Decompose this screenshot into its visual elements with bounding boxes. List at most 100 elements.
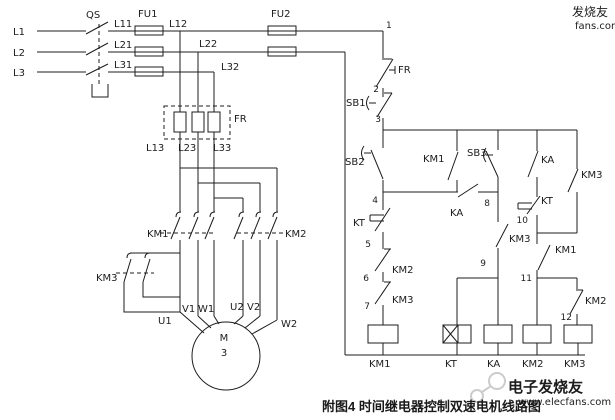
switch-qs-label: QS bbox=[86, 10, 100, 21]
fr-heater bbox=[163, 105, 231, 140]
button-sb1-label: SB1 bbox=[346, 98, 366, 109]
watermark-corner: 发烧友 bbox=[572, 4, 608, 19]
wire-l22-label: L22 bbox=[199, 39, 217, 50]
phase-l3-label: L3 bbox=[13, 68, 25, 79]
heater-feeds bbox=[179, 31, 215, 112]
terminal-v1-label: V1 bbox=[182, 304, 195, 315]
phase-l2-label: L2 bbox=[13, 48, 25, 59]
terminal-w1-label: W1 bbox=[198, 304, 214, 315]
watermark-logo bbox=[470, 372, 506, 403]
fu1-fuses bbox=[134, 25, 164, 77]
motor-m-label: M bbox=[220, 333, 229, 344]
wire-l11-label: L11 bbox=[114, 19, 132, 30]
km1-aux-column bbox=[447, 130, 459, 192]
km3-nc-contact bbox=[374, 281, 391, 305]
node-5-label: 5 bbox=[365, 240, 371, 250]
qs-switch bbox=[85, 21, 109, 98]
node-9-label: 9 bbox=[480, 259, 486, 269]
phase-l1-label: L1 bbox=[13, 27, 25, 38]
coil-kt-label: KT bbox=[445, 359, 458, 370]
motor-phases-label: 3 bbox=[221, 348, 227, 359]
terminal-w2-label: W2 bbox=[281, 319, 297, 330]
figure-caption: 附图4 时间继电器控制双速电机线路图 bbox=[322, 399, 541, 414]
km3-aux-column bbox=[567, 130, 579, 233]
node-1-label: 1 bbox=[386, 21, 392, 31]
contact-km3-right-label: KM3 bbox=[581, 170, 603, 181]
contact-ka-inline-label: KA bbox=[450, 208, 463, 219]
contactor-km1-power-label: KM1 bbox=[147, 229, 169, 240]
control-circuit bbox=[344, 31, 593, 356]
contact-km1-right-label: KM1 bbox=[555, 245, 577, 256]
watermark-url: www.elecfans.com bbox=[518, 397, 611, 408]
node-6-label: 6 bbox=[363, 274, 369, 284]
km2-main-contacts bbox=[233, 211, 283, 240]
contactor-km2-power-label: KM2 bbox=[285, 229, 307, 240]
contact-km3-mid-label: KM3 bbox=[509, 234, 531, 245]
node-11-label: 11 bbox=[521, 274, 532, 284]
wire-l31-label: L31 bbox=[114, 60, 132, 71]
contact-km2-nc-label: KM2 bbox=[392, 265, 414, 276]
node-4-label: 4 bbox=[372, 196, 378, 206]
wire-l21-label: L21 bbox=[114, 40, 132, 51]
kt-contact-left bbox=[369, 207, 391, 232]
contact-kt-left-label: KT bbox=[353, 218, 366, 229]
wire-l13-label: L13 bbox=[146, 143, 164, 154]
coil-row bbox=[367, 324, 593, 355]
node-12-label: 12 bbox=[561, 313, 572, 323]
power-circuit bbox=[37, 21, 383, 391]
terminal-u1-label: U1 bbox=[158, 316, 172, 327]
fuse-fu2-label: FU2 bbox=[271, 9, 290, 20]
ka-coil bbox=[483, 324, 513, 344]
button-sb2-label: SB2 bbox=[345, 157, 365, 168]
km1-node11-column bbox=[536, 233, 577, 325]
wire-l12-label: L12 bbox=[169, 19, 187, 30]
fr-nc-contact bbox=[375, 58, 396, 88]
contact-ka-right-label: KA bbox=[541, 155, 554, 166]
sb2-button bbox=[361, 145, 384, 180]
wire-l23-label: L23 bbox=[178, 143, 196, 154]
contact-km1-aux-label: KM1 bbox=[423, 154, 445, 165]
watermark-brand: 电子发烧友 bbox=[508, 378, 583, 396]
fuse-fu1-label: FU1 bbox=[138, 9, 157, 20]
terminal-v2-label: V2 bbox=[247, 302, 260, 313]
node-2-label: 2 bbox=[373, 85, 379, 95]
contact-kt-right-label: KT bbox=[541, 196, 554, 207]
button-sb3-label: SB3 bbox=[467, 148, 487, 159]
node-10-label: 10 bbox=[517, 216, 529, 226]
km3-coil bbox=[563, 324, 593, 344]
contact-fr-label: FR bbox=[398, 65, 411, 76]
node4-bus bbox=[383, 183, 498, 198]
node-3-label: 3 bbox=[375, 115, 381, 125]
km1-coil bbox=[367, 324, 399, 344]
terminal-u2-label: U2 bbox=[230, 302, 244, 313]
fu2-fuses bbox=[267, 25, 297, 57]
km2-coil bbox=[522, 324, 552, 344]
motor-wires bbox=[179, 240, 278, 335]
contact-km3-nc-label: KM3 bbox=[392, 295, 414, 306]
node-7-label: 7 bbox=[364, 302, 370, 312]
coil-km1-label: KM1 bbox=[369, 359, 391, 370]
contactor-km3-power-label: KM3 bbox=[96, 273, 118, 284]
coil-km2-label: KM2 bbox=[522, 359, 544, 370]
watermark-corner-sub: fans.com bbox=[575, 21, 615, 32]
wire-l33-label: L33 bbox=[213, 143, 231, 154]
sb3-km3-column bbox=[483, 130, 509, 325]
coil-ka-label: KA bbox=[487, 359, 500, 370]
km3-contacts bbox=[116, 252, 180, 313]
km1-main-contacts bbox=[160, 211, 216, 240]
node-8-label: 8 bbox=[484, 199, 490, 209]
sb1-button bbox=[366, 92, 393, 118]
km2-km3coil-column bbox=[569, 278, 584, 325]
node9-bus bbox=[456, 277, 498, 325]
kt-coil bbox=[442, 324, 472, 344]
wire-l32-label: L32 bbox=[221, 62, 239, 73]
ka-kt-column bbox=[517, 130, 541, 233]
motor-circle bbox=[191, 321, 261, 391]
phase-columns bbox=[179, 132, 278, 212]
coil-km3-label: KM3 bbox=[564, 359, 586, 370]
relay-fr-heater-label: FR bbox=[234, 114, 247, 125]
contact-km2-right-label: KM2 bbox=[585, 296, 607, 307]
